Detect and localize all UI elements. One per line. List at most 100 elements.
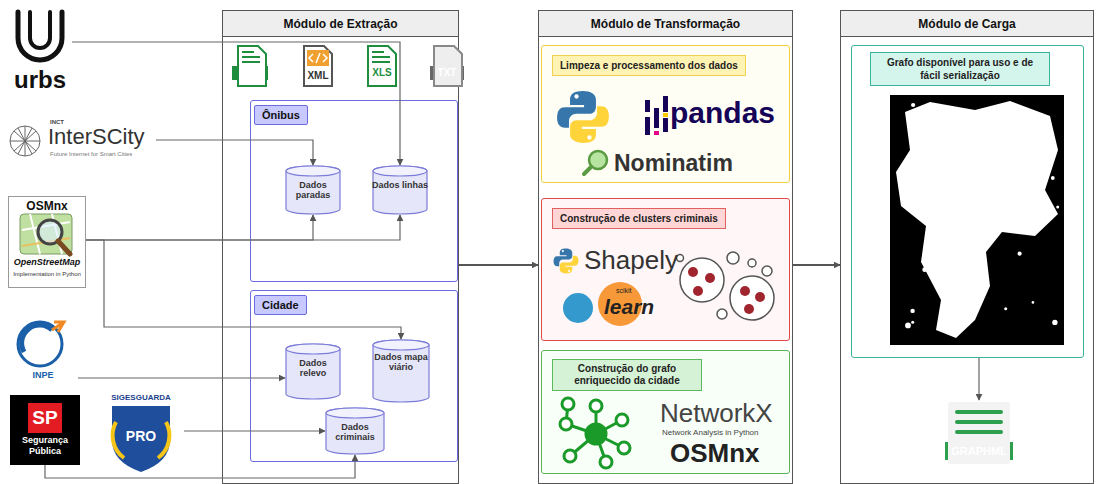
- text-holder: OSMnx: [670, 439, 760, 467]
- source-logo: OSMnxOpenStreetMapImplementation in Pyth…: [8, 196, 86, 288]
- node-text: Grafo disponível para uso e de fácil ser…: [887, 57, 1033, 81]
- map-dot: [937, 277, 940, 280]
- text-holder: Módulo de Extração: [223, 11, 458, 37]
- text-holder: Módulo de Transformação: [539, 11, 792, 37]
- cylinder-body: [373, 340, 429, 402]
- cylinder-top: [286, 344, 340, 354]
- node-text: Dados mapa viário: [374, 352, 428, 372]
- pandas-icon: [645, 96, 668, 135]
- map-dot: [922, 267, 927, 272]
- connector: [86, 215, 313, 240]
- cylinder-top: [373, 166, 427, 176]
- map-dot: [902, 176, 905, 179]
- node-text: pandas: [670, 96, 775, 129]
- node-text: Nominatim: [614, 150, 733, 176]
- map-dot: [932, 192, 937, 197]
- node-text: GRAPHML: [951, 445, 1007, 457]
- node-text: Ônibus: [262, 109, 300, 121]
- node-text: Dados criminais: [335, 422, 375, 442]
- text-holder: PRO: [98, 428, 184, 444]
- text-holder: OSMnx: [9, 199, 85, 213]
- process-box: Construção de clusters criminaisShapely s…: [541, 198, 790, 341]
- sp-logo-block: [28, 403, 62, 433]
- node-text: Módulo de Carga: [918, 17, 1015, 31]
- urbs-logo: [18, 12, 62, 60]
- map-dot: [911, 103, 915, 107]
- map-dot: [963, 166, 968, 171]
- map-dot: [968, 119, 974, 125]
- connector: [45, 455, 355, 478]
- cylinder-body: [286, 166, 340, 214]
- node-text: NetworkX: [660, 398, 773, 428]
- map-dot: [994, 194, 999, 199]
- node-text: Limpeza e processamento dos dados: [560, 60, 738, 71]
- source-logo: urbs: [8, 8, 72, 100]
- node-text: OSMnx: [26, 199, 67, 213]
- node-text: OSMnx: [670, 438, 760, 468]
- text-holder: Dados linhas: [372, 180, 428, 190]
- text-holder: pandas: [670, 96, 775, 130]
- file-type-label: XLS: [372, 67, 391, 78]
- map-dot: [1052, 320, 1057, 325]
- text-holder: Network Analysis in Python: [662, 428, 759, 437]
- database-cylinder: Dados mapa viário: [372, 339, 430, 403]
- node-text: Construção do grafo enriquecido da cidad…: [574, 363, 680, 386]
- connector: [86, 215, 400, 240]
- module-panel: Módulo de TransformaçãoLimpeza e process…: [538, 10, 793, 484]
- map-dot: [937, 204, 941, 208]
- text-holder: Ônibus: [254, 105, 308, 125]
- map-dot: [916, 204, 922, 210]
- node-text: Cidade: [262, 299, 299, 311]
- text-holder: Segurança Pública: [12, 435, 78, 457]
- database-cylinder: Dados paradas: [285, 165, 341, 215]
- map-dot: [977, 203, 982, 208]
- text-holder: Implementation in Python: [9, 271, 85, 277]
- node-text: Módulo de Transformação: [591, 17, 740, 31]
- group-box: CidadeDados relevo Dados mapa viárioDados…: [250, 290, 458, 462]
- map-dot: [910, 309, 914, 313]
- label-holder: XLS: [366, 67, 398, 78]
- cylinder-body: [286, 344, 340, 399]
- text-holder: Limpeza e processamento dos dados: [552, 55, 746, 76]
- map-dot: [928, 199, 932, 203]
- text-holder: scikit: [616, 287, 632, 295]
- map-dot: [986, 178, 989, 181]
- file-type-label: CSV: [240, 67, 261, 78]
- text-holder: Construção de clusters criminais: [552, 208, 726, 229]
- text-holder: learn: [604, 295, 654, 319]
- node-text: Shapely: [584, 245, 678, 275]
- node-text: learn: [604, 295, 654, 318]
- map-dot: [1032, 139, 1034, 141]
- node-text: Construção de clusters criminais: [560, 213, 718, 224]
- inpe-logo: [18, 322, 64, 366]
- node-text: Dados linhas: [372, 180, 428, 190]
- node-text: PRO: [126, 428, 156, 444]
- file-icon: GRAPHML: [945, 400, 1013, 470]
- file-type-label: XML: [307, 70, 328, 81]
- text-holder: Dados relevo: [285, 358, 341, 378]
- connector: [459, 264, 538, 266]
- node-text: InterSCity: [48, 124, 145, 149]
- module-panel: Módulo de ExtraçãoÔnibusDados paradasDad…: [222, 10, 459, 484]
- group-box: ÔnibusDados paradas Dados linhas: [250, 100, 458, 282]
- connector: [72, 42, 400, 165]
- text-holder: Nominatim: [614, 150, 733, 176]
- map-dot: [941, 281, 946, 286]
- cylinder-shape: [372, 165, 428, 215]
- node-text: SIGESGUARDA: [111, 393, 171, 402]
- node-text: Módulo de Extração: [283, 17, 397, 31]
- map-dot: [1003, 131, 1006, 134]
- cylinder-top: [326, 408, 384, 418]
- text-holder: INPE: [8, 370, 78, 380]
- cylinder-body: [326, 408, 384, 454]
- map-dot: [964, 261, 969, 266]
- node-text: Dados paradas: [296, 180, 331, 200]
- map-dot: [899, 184, 903, 188]
- text-holder: NetworkX: [660, 399, 773, 427]
- graph-icon: [560, 398, 630, 468]
- map-dot: [1056, 206, 1059, 209]
- node-text: urbs: [14, 66, 66, 93]
- city-map: [890, 95, 1064, 345]
- connector: [184, 430, 325, 431]
- map-dot: [1018, 252, 1022, 256]
